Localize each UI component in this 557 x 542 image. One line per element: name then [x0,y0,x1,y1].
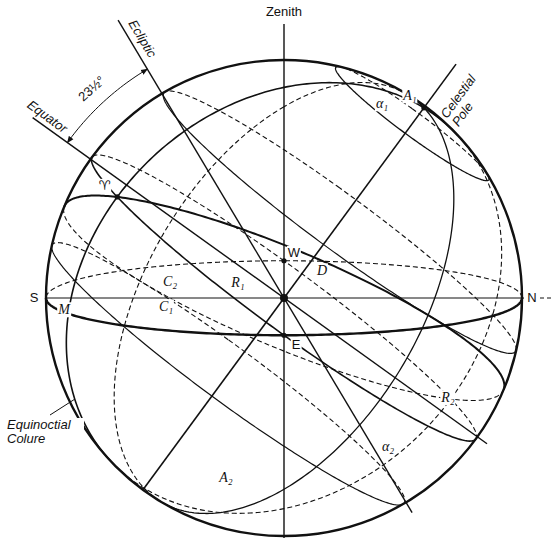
solstitial-colure [160,95,454,513]
equinoctial-colure [110,135,501,513]
equinoctial-colure [284,83,458,136]
equator-circle [93,155,284,261]
point-dot [281,333,286,338]
axis-label: Celestial Pole [438,62,499,131]
polar-axis [143,64,456,490]
tropic-circle [340,188,517,350]
point-label: α₂ [381,439,395,454]
point-dot [281,258,286,263]
zenith-line [283,24,284,538]
plane-label: Equator [24,97,71,137]
leader-line [50,399,75,415]
axis-lines [33,20,553,538]
point-label: A₂ [218,470,233,485]
point-dot [421,105,426,110]
cardinal-point: W [287,246,301,260]
equinox-symbol: ♈ [97,179,111,193]
angle-label: 23½° [75,73,109,105]
point-label: α₁ [375,96,389,111]
point-label: C₁ [158,299,174,314]
point-label: M [57,302,71,317]
point-label: R₁ [230,275,245,290]
point-label: R₂ [440,390,455,405]
point-label: C₂ [162,274,178,289]
axis-label: Zenith [265,5,303,19]
tropic-circle [228,340,405,505]
equator-line [33,118,487,444]
horizon-circle [284,261,522,298]
point-label: A₁ [402,88,417,103]
angle-arc [67,69,147,142]
cardinal-point: N [526,291,537,305]
points [115,105,427,338]
tropic-circle [52,243,228,340]
horizon-circle [46,261,284,298]
circle-label: Equinoctial Colure [6,418,84,447]
cardinal-point: E [291,338,302,352]
solstitial-colure [284,83,408,107]
ecliptic-circle [284,351,504,400]
point-dot [115,194,120,199]
tropic-circle [165,91,339,188]
horizon-extension [540,298,553,299]
ecliptic-line [118,20,412,512]
point-dot [280,294,288,302]
point-label: D [316,263,328,278]
cardinal-point: S [29,291,40,305]
solstitial-colure [114,107,284,501]
